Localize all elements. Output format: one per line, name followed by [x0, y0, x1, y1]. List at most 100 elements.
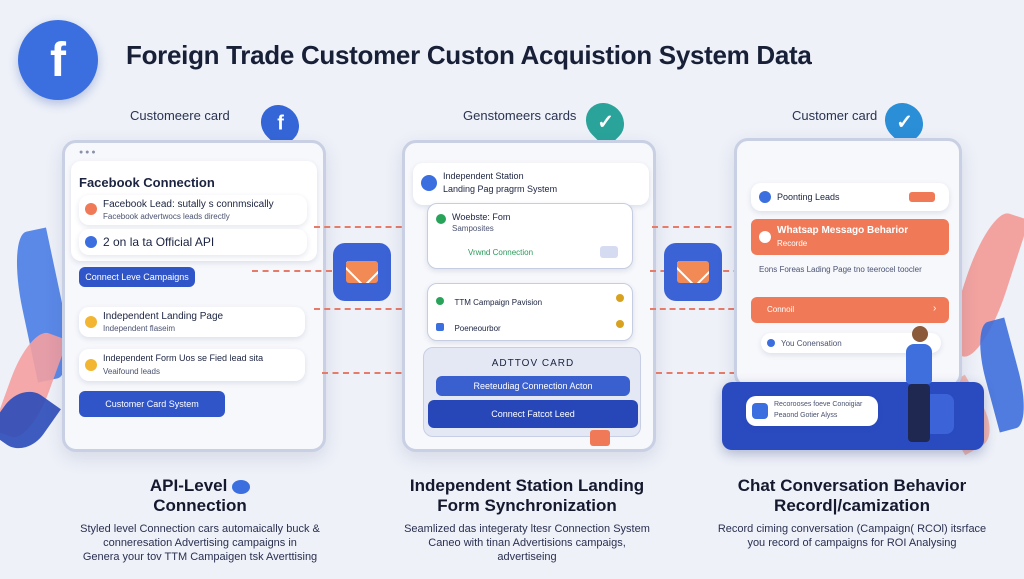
caption1-line3: Genera your tov TTM Campaigen tsk Avertt… — [82, 551, 318, 563]
col1-panel-title: Facebook Connection — [79, 175, 215, 190]
badge-letter: f — [276, 112, 284, 135]
caption2-title-line2: Form Synchronization — [437, 496, 617, 515]
col3-connect-label: Connoil — [767, 305, 795, 314]
col1-landing-item[interactable]: Independent Landing Page Independent fla… — [79, 307, 305, 337]
api-blue-icon — [85, 236, 97, 248]
facebook-logo-icon: f — [18, 20, 98, 100]
col1-lead-line2: Facebook advertwocs leads directly — [103, 212, 230, 221]
record-blue-icon — [752, 403, 768, 419]
col3-info-text: Eons Foreas Lading Page tno teerocel too… — [759, 265, 922, 274]
col2-form-link[interactable]: Vrwnd Connection — [468, 248, 534, 257]
connector-line-top — [314, 226, 412, 228]
landing-yellow-icon — [85, 316, 97, 328]
lead-orange-icon — [85, 203, 97, 215]
caption-landing-form: Independent Station Landing Form Synchro… — [382, 476, 672, 564]
person-legs — [908, 384, 930, 442]
caption3-title-line2: Record|/camization — [774, 496, 930, 515]
col1-api-item[interactable]: 2 on la ta Official API — [79, 229, 307, 255]
col1-connection-panel: Facebook Connection Facebook Lead: sutal… — [71, 161, 317, 261]
blue-badge-glyph: ✓ — [895, 111, 913, 134]
col2-station-line1: Independent Station — [443, 171, 524, 181]
record-card[interactable]: Recorooses foeve Conoigiar Peaond Gotier… — [746, 396, 878, 426]
row2-fb-icon — [436, 323, 444, 331]
gift-decor-icon — [590, 430, 610, 446]
col3-leads-title: Poonting Leads — [777, 192, 840, 202]
customer-card-system-button[interactable]: Customer Card System — [79, 391, 225, 417]
connector-line-bottom — [322, 372, 412, 374]
row2-status-icon — [616, 320, 624, 328]
caption2-line2: Caneo with tinan Advertisions campaigs, — [428, 537, 626, 549]
col3-connect-bar[interactable]: Connoil › — [751, 297, 949, 323]
page-title: Foreign Trade Customer Custon Acquistion… — [126, 40, 812, 70]
connect-campaigns-button[interactable]: Connect Leve Campaigns — [79, 267, 195, 287]
logo-letter: f — [50, 33, 66, 87]
mail-envelope-icon — [333, 243, 391, 301]
connector-line-right-top — [652, 226, 742, 228]
caption3-line1: Record ciming conversation (Campaign( RC… — [717, 523, 987, 535]
leads-tag-icon — [909, 192, 935, 202]
col2-station-panel: Independent Station Landing Pag pragrm S… — [413, 163, 649, 205]
connector-line-low — [314, 308, 412, 310]
caption1-line1: Styled level Connection cars automaicall… — [80, 523, 320, 535]
caption1-title-text: API-Level — [149, 476, 228, 495]
col2-row-2[interactable]: Poeneourbor — [436, 318, 626, 333]
caption2-title-line1: Independent Station Landing — [409, 476, 645, 495]
col1-card-label: Customeere card — [130, 108, 230, 123]
connect-chevron-icon: › — [933, 303, 937, 314]
col2-form-panel[interactable]: Woebste: Fom Samposites Vrwnd Connection — [427, 203, 633, 269]
caption2-line3: advertiseing — [497, 551, 557, 563]
col3-card-label: Customer card — [792, 108, 878, 123]
col1-api-text: 2 on la ta Official API — [103, 235, 215, 249]
caption3-line2: you record of campaigns for ROI Analysin… — [747, 537, 957, 549]
col2-form-title: Woebste: Fom — [452, 212, 511, 222]
col1-form-line1: Independent Form Uos se Fied lead sita — [103, 353, 264, 363]
col3-whatsapp-bar[interactable]: Whatsap Messago Beharior Recorde — [751, 219, 949, 255]
col1-landing-line2: Independent flaseim — [103, 324, 176, 333]
col2-station-line2: Landing Pag pragrm System — [443, 184, 558, 194]
col3-whatsapp-line2: Recorde — [777, 239, 808, 248]
col1-form-item[interactable]: Independent Form Uos se Fied lead sita V… — [79, 349, 305, 381]
col1-form-line2: Veaifound leads — [103, 367, 160, 376]
col1-lead-item[interactable]: Facebook Lead: sutally s connmsically Fa… — [79, 195, 307, 225]
col2-row2-text: Poeneourbor — [454, 324, 501, 333]
col3-chat-text: You Conensation — [781, 339, 842, 348]
record-line1: Recorooses foeve Conoigiar — [774, 401, 863, 408]
person-head — [912, 326, 928, 342]
col3-chat-bar[interactable]: You Conensation — [761, 333, 941, 353]
person-illustration — [898, 326, 938, 446]
caption1-line2: conneresation Advertising campaigns in — [103, 537, 297, 549]
connector-line-mid — [252, 270, 332, 272]
caption1-title-line2: Connection — [153, 496, 247, 515]
col1-lead-line1: Facebook Lead: sutally s connmsically — [103, 199, 274, 210]
mail-orange-envelope-icon — [664, 243, 722, 301]
col2-card-title: ADTTOV CARD — [491, 358, 575, 369]
caption-api-level: API-Level Connection Styled level Connec… — [60, 476, 340, 564]
record-line2: Peaond Gotier Alyss — [774, 412, 838, 419]
row1-green-icon — [436, 297, 444, 305]
whatsapp-icon — [759, 231, 771, 243]
caption1-title-line1: API-Level — [60, 476, 340, 496]
record-device-base: Recorooses foeve Conoigiar Peaond Gotier… — [722, 382, 984, 450]
station-blue-icon — [421, 175, 437, 191]
form-link-tag-icon — [600, 246, 618, 258]
col2-rows-panel: TTM Campaign Pavision Poeneourbor — [427, 283, 633, 341]
chat-icon — [767, 339, 775, 347]
caption3-title-line1: Chat Conversation Behavior — [737, 476, 967, 495]
reconnect-action-button[interactable]: Reeteudiag Connection Acton — [436, 376, 630, 396]
teal-badge-glyph: ✓ — [596, 111, 614, 134]
col3-leads-bar[interactable]: Poonting Leads — [751, 183, 949, 211]
form-yellow-icon — [85, 359, 97, 371]
row1-status-icon — [616, 294, 624, 302]
col2-card-label: Genstomeers cards — [463, 108, 577, 123]
connect-lead-button[interactable]: Connect Fatcot Leed — [428, 400, 638, 428]
caption2-line1: Seamlized das integeraty ltesr Connectio… — [404, 523, 650, 535]
col1-status-bar: ● ● ● — [79, 149, 96, 156]
col1-landing-line1: Independent Landing Page — [103, 311, 224, 322]
col3-whatsapp-line1: Whatsap Messago Beharior — [777, 225, 909, 236]
person-body — [906, 344, 932, 384]
col2-row1-text: TTM Campaign Pavision — [454, 298, 543, 307]
form-green-icon — [436, 214, 446, 224]
leads-fb-icon — [759, 191, 771, 203]
col2-row-1[interactable]: TTM Campaign Pavision — [436, 292, 626, 307]
caption-chat-behavior: Chat Conversation Behavior Record|/camiz… — [700, 476, 1004, 550]
